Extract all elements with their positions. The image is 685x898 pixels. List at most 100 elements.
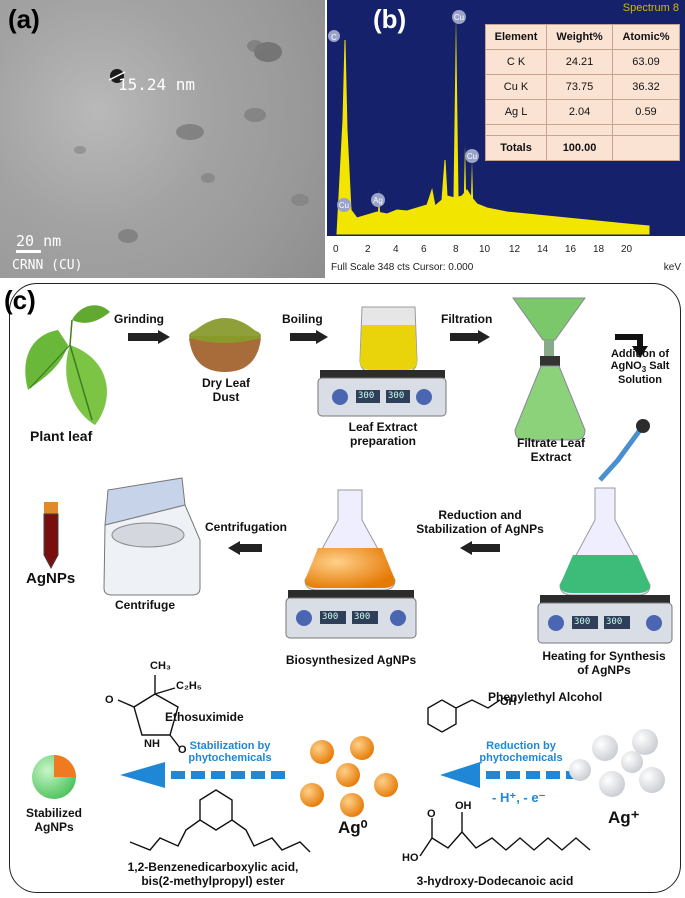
hotplate-display-3b: 300: [606, 617, 623, 627]
eds-plot-area: C Cu Ag Cu Cu (b) Spectrum 8 Element: [327, 0, 685, 236]
label-ag0: Ag⁰: [338, 818, 368, 837]
peak-label-ag: Ag: [371, 193, 385, 207]
hotplate-green-flask-icon: [537, 487, 673, 644]
table-totals-row: Totals 100.00: [484, 135, 681, 161]
scale-bar: [16, 250, 41, 253]
table-cell: 73.75: [546, 74, 613, 100]
peak-label-cu-3: Cu: [465, 149, 479, 163]
totals-value: 100.00: [546, 135, 613, 161]
table-cell: C K: [484, 49, 548, 75]
hotplate-display-1a: 300: [358, 391, 375, 401]
table-cell: [611, 135, 681, 161]
label-agnps: AgNPs: [26, 570, 76, 587]
atom-o-right: O: [178, 744, 187, 756]
hotplate-display-3a: 300: [574, 617, 591, 627]
tem-texture: [74, 40, 309, 243]
x-tick: 4: [393, 244, 399, 255]
ethosuximide-structure: [117, 675, 181, 749]
peak-label-c: C: [328, 30, 340, 42]
filtration-flask-icon: [512, 297, 586, 441]
peak-label-cu-1: Cu: [452, 10, 466, 24]
pipette-icon: [598, 419, 650, 482]
atom-ho: HO: [402, 852, 419, 864]
atom-oh-phenylethyl: OH: [500, 696, 517, 708]
x-tick: 14: [537, 244, 549, 255]
table-spacer-row: [484, 124, 681, 136]
label-leaf-extract: Leaf Extract preparation: [348, 420, 418, 448]
label-ag-plus: Ag⁺: [608, 808, 640, 827]
panel-c-tag: (c): [4, 285, 36, 315]
table-cell: 36.32: [611, 74, 681, 100]
stabilization-arrow: [120, 762, 285, 788]
label-centrifuge: Centrifuge: [115, 598, 175, 612]
silver-ions-icon: [569, 729, 665, 797]
synthesis-scheme-frame: [9, 283, 681, 893]
label-benzenedicarboxylic-ester: 1,2-Benzenedicarboxylic acid,bis(2-methy…: [127, 860, 299, 888]
svg-text:C: C: [331, 33, 337, 42]
step-centrifugation: Centrifugation: [205, 520, 287, 534]
x-tick: 12: [509, 244, 521, 255]
x-tick: 2: [365, 244, 371, 255]
hotplate-display-2b: 300: [354, 612, 371, 622]
agnps-tube-icon: [43, 502, 59, 570]
label-proton-electron-loss: - H⁺, - e⁻: [492, 790, 546, 805]
atom-ch3: CH₃: [150, 660, 171, 672]
benzene-ester-structure: [129, 789, 311, 853]
leaf-dust-bowl-icon: [189, 318, 261, 372]
header-element: Element: [484, 24, 548, 50]
x-tick: 18: [593, 244, 605, 255]
centrifuge-icon: [103, 477, 201, 596]
table-cell: 2.04: [546, 99, 613, 125]
peak-label-cu-2: Cu: [337, 198, 351, 212]
stabilized-agnp-icon: [32, 755, 76, 799]
phenylethyl-structure: [427, 699, 501, 733]
table-row: Ag L 2.04 0.59: [484, 99, 681, 125]
scale-bar-label: 20 nm: [16, 232, 62, 250]
x-tick: 10: [479, 244, 491, 255]
x-tick: 8: [453, 244, 459, 255]
label-phenylethyl-alcohol: Phenylethyl Alcohol: [488, 690, 603, 704]
atom-c2h5: C₂H₅: [176, 680, 202, 692]
process-arrows: [128, 330, 500, 555]
panel-b-tag: (b): [373, 4, 407, 34]
label-addition-agno3: Addition of AgNO3 Salt Solution: [610, 348, 670, 387]
label-biosynthesized-agnps: Biosynthesized AgNPs: [285, 653, 417, 667]
eds-spectrum: C Cu Ag Cu Cu: [328, 10, 650, 235]
hotplate-display-1b: 300: [388, 391, 405, 401]
element-composition-table: Element Weight% Atomic% C K 24.21 63.09 …: [484, 24, 681, 161]
particle-size-measurement: 15.24 nm: [118, 75, 196, 94]
tem-image-panel: (a) 15.24 nm 20 nm CRNN (CU): [0, 0, 325, 278]
atom-nh: NH: [144, 738, 160, 750]
atom-oh-dodecanoic: OH: [455, 800, 472, 812]
label-plant-leaf: Plant leaf: [30, 428, 93, 444]
step-boiling: Boiling: [282, 312, 323, 326]
atom-o-left: O: [105, 694, 114, 706]
x-tick: 16: [565, 244, 577, 255]
plant-leaf-icon: [25, 305, 110, 425]
header-weight: Weight%: [546, 24, 613, 50]
hotplate-orange-flask-icon: [285, 489, 417, 639]
label-dodecanoic-acid: 3-hydroxy-Dodecanoic acid: [416, 874, 574, 888]
silver-atoms-icon: [300, 736, 398, 817]
reduction-arrow: [440, 762, 580, 788]
instrument-footer: CRNN (CU): [12, 258, 83, 273]
table-cell: 0.59: [611, 99, 681, 125]
spectrum-footer: Full Scale 348 cts Cursor: 0.000: [331, 262, 474, 273]
x-tick: 6: [421, 244, 427, 255]
table-cell: Cu K: [484, 74, 548, 100]
table-row: C K 24.21 63.09: [484, 49, 681, 75]
svg-text:Cu: Cu: [467, 152, 477, 161]
step-filtration: Filtration: [441, 312, 493, 326]
step-grinding: Grinding: [114, 312, 164, 326]
header-atomic: Atomic%: [611, 24, 681, 50]
totals-label: Totals: [484, 135, 548, 161]
arrow-head-icon: [632, 346, 648, 358]
label-ethosuximide: Ethosuximide: [165, 710, 244, 724]
table-cell: 63.09: [611, 49, 681, 75]
spectrum-label: Spectrum 8: [622, 2, 679, 14]
